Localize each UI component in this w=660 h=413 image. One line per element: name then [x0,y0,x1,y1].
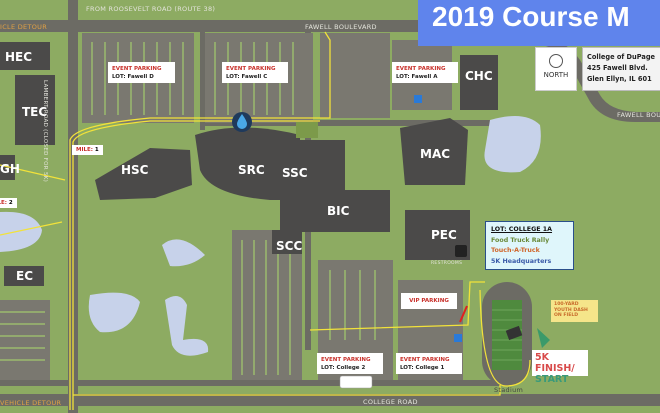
vehicle-detour-top-label: ICLE DETOUR [0,23,48,31]
page-title: 2019 Course M [418,0,660,46]
building-scc: SCC [276,239,303,253]
building-bic: BIC [327,204,350,218]
fawell-boulevard-label: FAWELL BOULEVARD [305,23,377,31]
north-label: NORTH [543,71,569,79]
building-chc: CHC [465,69,493,83]
building-hsc: HSC [121,163,149,177]
parking-islands [0,42,376,375]
building-gh: GH [0,162,20,176]
lot-college-1a-info: LOT: COLLEGE 1A Food Truck Rally Touch-A… [485,221,574,270]
buildings [0,42,498,286]
address-line: College of DuPage [587,53,656,61]
course-route [0,31,531,410]
building-mac: MAC [420,147,451,161]
green-flag-icon [537,328,550,348]
address-line: Glen Ellyn, IL 601 [587,75,652,83]
building-src: SRC [238,163,265,177]
lambert-road-label: LAMBERT ROAD (CLOSED FOR 5K) [42,80,48,183]
info-item: Food Truck Rally [491,236,550,244]
finish-text: 5K FINISH/ [535,352,575,374]
north-arrow: NORTH [535,47,577,91]
accessible-parking-icon [454,334,462,342]
building-hec: HEC [5,50,33,64]
finish-start-label: 5K FINISH/ START [532,350,588,385]
info-title: LOT: COLLEGE 1A [491,226,553,233]
garden-icon [296,122,318,138]
accessible-parking-icon [414,95,422,103]
lakes [0,116,541,356]
college-road-label: COLLEGE ROAD [363,398,418,406]
building-pec: PEC [431,228,457,242]
vip-arrow-icon [459,305,468,323]
parking-vip: VIP PARKING [401,293,457,309]
building-tec: TEC [22,105,48,119]
restrooms-label: RESTROOMS [431,261,463,266]
info-item: 5K Headquarters [491,257,552,265]
address-box: College of DuPage 425 Fawell Blvd. Glen … [582,47,660,91]
compass-icon [549,54,563,68]
restroom-icon [455,245,467,257]
building-ssc: SSC [282,166,308,180]
mile-marker-2: MILE: 2 [0,198,17,208]
building-ec: EC [16,269,34,283]
mile-marker-1: MILE: 1 [72,145,103,155]
youth-dash-label: 100-YARD YOUTH DASH ON FIELD [551,300,598,322]
water-drop-icon [237,114,247,129]
fawell-boulevard-right-label: FAWELL BOULEVARD [617,111,660,119]
vehicle-detour-bottom-label: VEHICLE DETOUR [0,399,62,407]
checkered-flag-icon [505,325,523,341]
ambulance-icon [339,375,373,389]
roosevelt-road-label: FROM ROOSEVELT ROAD (ROUTE 38) [86,5,216,13]
address-line: 425 Fawell Blvd. [587,64,648,72]
stadium-label: Stadium [494,386,524,394]
info-item: Touch-A-Truck [491,247,540,254]
start-text: START [535,374,569,385]
